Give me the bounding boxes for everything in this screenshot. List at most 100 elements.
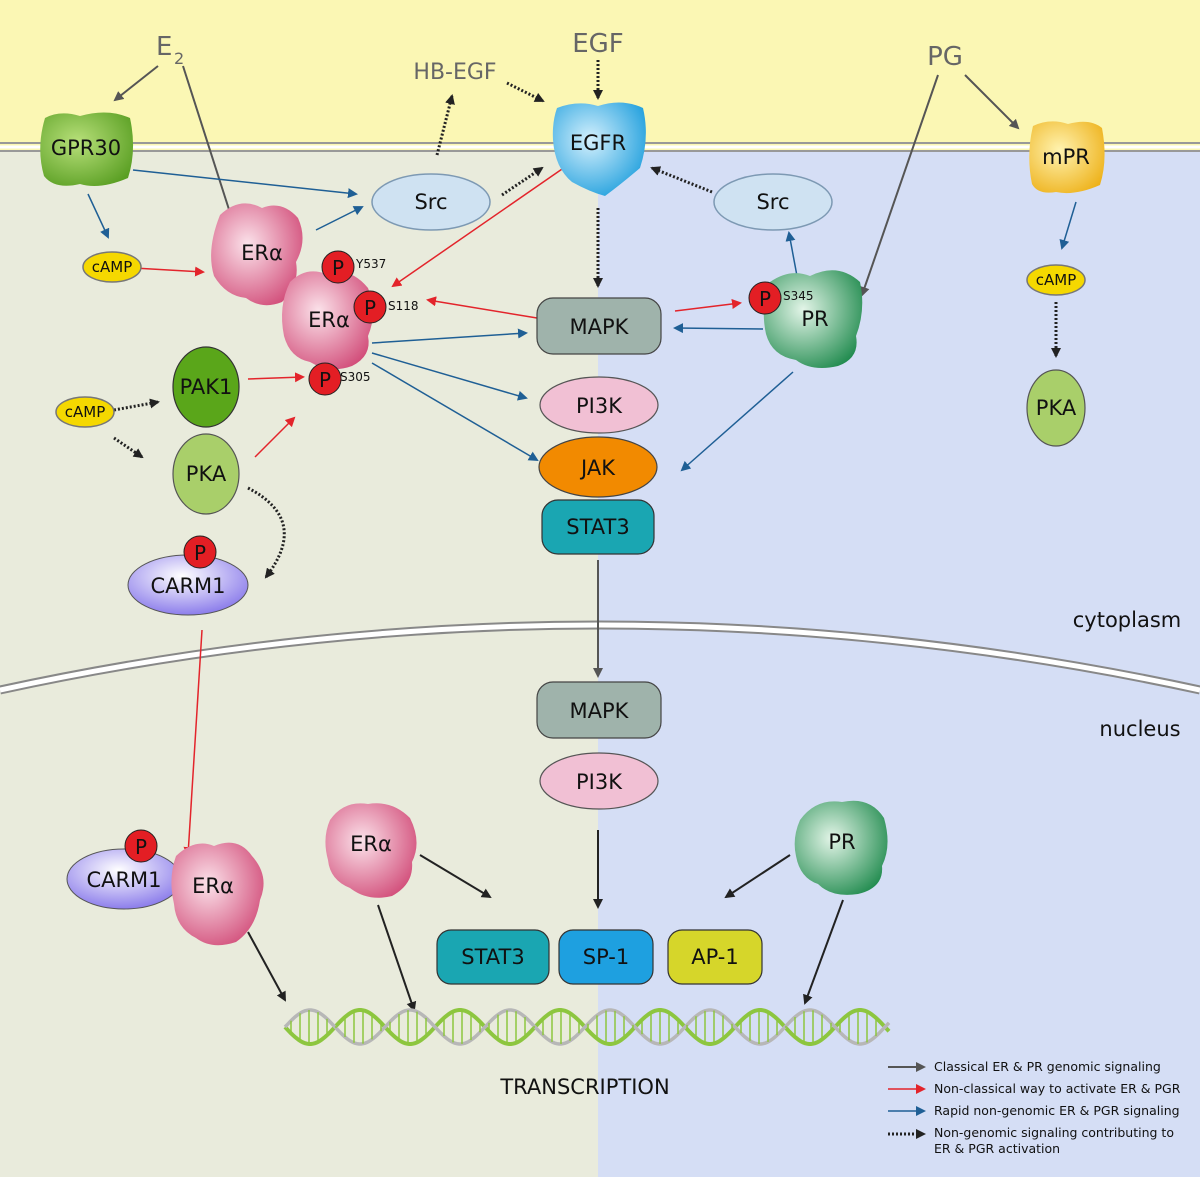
svg-text:Src: Src — [414, 190, 447, 214]
stat3-node-1: STAT3 — [541, 499, 655, 555]
transcription-arrows — [247, 830, 844, 1012]
pi3k-node-1: PI3K — [539, 376, 659, 434]
pg-ligand: PG — [927, 42, 963, 72]
svg-text:GPR30: GPR30 — [51, 136, 121, 160]
nonclassical-arrows — [133, 166, 742, 857]
svg-text:Non-genomic signaling contribu: Non-genomic signaling contributing to — [934, 1125, 1174, 1140]
svg-text:2: 2 — [174, 49, 184, 68]
e2-ligand: E 2 — [156, 32, 184, 68]
camp-node-2: cAMP — [55, 396, 115, 428]
svg-text:EGFR: EGFR — [570, 131, 626, 155]
svg-text:MAPK: MAPK — [570, 699, 630, 723]
svg-text:STAT3: STAT3 — [566, 515, 629, 539]
transcription-label: TRANSCRIPTION — [499, 1075, 669, 1099]
svg-text:cAMP: cAMP — [65, 403, 106, 421]
nongenomic-arrows — [113, 60, 1061, 579]
phospho-carm1-1: P — [183, 535, 217, 569]
svg-text:cAMP: cAMP — [92, 258, 133, 276]
svg-text:ERα: ERα — [350, 832, 392, 856]
svg-text:ERα: ERα — [241, 241, 283, 265]
src-node-left: Src — [371, 173, 491, 231]
carm1-node-2: CARM1 — [66, 848, 182, 910]
legend-item-rapid: Rapid non-genomic ER & PGR signaling — [888, 1103, 1180, 1118]
dna-helix — [283, 1008, 891, 1046]
legend-item-nonclassical: Non-classical way to activate ER & PGR — [888, 1081, 1181, 1096]
cytoplasm-label: cytoplasm — [1073, 608, 1182, 632]
jak-node: JAK — [538, 436, 658, 498]
legend: Classical ER & PR genomic signaling Non-… — [888, 1059, 1181, 1156]
era-protein-4: ERα — [325, 803, 417, 898]
svg-text:CARM1: CARM1 — [86, 868, 161, 892]
hb-egf-ligand: HB-EGF — [413, 60, 496, 85]
phospho-s345: P S345 — [748, 281, 814, 315]
svg-text:Non-classical way to activate: Non-classical way to activate ER & PGR — [934, 1081, 1181, 1096]
svg-text:ERα: ERα — [192, 874, 234, 898]
phospho-s118: P S118 — [353, 290, 419, 324]
rapid-arrows — [87, 169, 1077, 472]
stat3-node-2: STAT3 — [436, 929, 550, 985]
svg-text:JAK: JAK — [579, 456, 616, 480]
pak1-node: PAK1 — [172, 346, 240, 428]
svg-text:P: P — [194, 541, 206, 565]
svg-text:CARM1: CARM1 — [150, 574, 225, 598]
svg-text:P: P — [319, 368, 331, 392]
pr-protein-1: PR — [763, 270, 863, 368]
ap1-node: AP-1 — [667, 929, 763, 985]
svg-text:ER & PGR activation: ER & PGR activation — [934, 1141, 1060, 1156]
svg-text:PR: PR — [801, 307, 828, 331]
era-protein-1: ERα — [211, 203, 303, 306]
svg-text:Rapid non-genomic ER & PGR sig: Rapid non-genomic ER & PGR signaling — [934, 1103, 1180, 1118]
svg-text:PI3K: PI3K — [576, 394, 623, 418]
svg-text:AP-1: AP-1 — [691, 945, 739, 969]
svg-text:S118: S118 — [388, 299, 419, 313]
era-protein-2: ERα — [282, 271, 373, 370]
svg-text:PI3K: PI3K — [576, 770, 623, 794]
sp1-node: SP-1 — [558, 929, 654, 985]
phospho-y537: P Y537 — [321, 250, 386, 284]
camp-node-3: cAMP — [1026, 264, 1086, 296]
svg-text:S345: S345 — [783, 289, 814, 303]
nucleus-label: nucleus — [1099, 717, 1180, 741]
phospho-s305: P S305 — [308, 362, 371, 396]
svg-text:Src: Src — [756, 190, 789, 214]
carm1-node-1: CARM1 — [127, 554, 249, 616]
mapk-node-2: MAPK — [536, 681, 662, 739]
pi3k-node-2: PI3K — [539, 752, 659, 810]
svg-text:P: P — [332, 256, 344, 280]
pka-node-2: PKA — [1026, 369, 1086, 447]
mpr-receptor: mPR — [1029, 121, 1105, 194]
era-protein-3: ERα — [171, 842, 264, 946]
svg-text:SP-1: SP-1 — [583, 945, 629, 969]
camp-node-1: cAMP — [82, 251, 142, 283]
svg-text:Y537: Y537 — [355, 257, 386, 271]
svg-text:PAK1: PAK1 — [180, 375, 233, 399]
svg-text:PR: PR — [828, 830, 855, 854]
egfr-receptor: EGFR — [552, 102, 646, 196]
pr-protein-2: PR — [794, 800, 888, 895]
svg-text:mPR: mPR — [1042, 145, 1090, 169]
svg-text:MAPK: MAPK — [570, 315, 630, 339]
svg-text:E: E — [156, 32, 172, 62]
nuclear-membrane — [0, 620, 1200, 695]
egf-ligand: EGF — [572, 29, 624, 59]
svg-text:S305: S305 — [340, 370, 371, 384]
svg-text:P: P — [364, 296, 376, 320]
svg-text:cAMP: cAMP — [1036, 271, 1077, 289]
svg-text:PKA: PKA — [186, 462, 227, 486]
svg-text:P: P — [135, 835, 147, 859]
legend-item-nongenomic: Non-genomic signaling contributing to ER… — [888, 1125, 1174, 1156]
cytoplasm-right-region — [598, 150, 1200, 1177]
svg-text:STAT3: STAT3 — [461, 945, 524, 969]
svg-text:P: P — [759, 287, 771, 311]
gpr30-receptor: GPR30 — [40, 112, 134, 186]
svg-text:Classical ER & PR genomic sign: Classical ER & PR genomic signaling — [934, 1059, 1161, 1074]
phospho-carm1-2: P — [124, 829, 158, 863]
legend-item-classical: Classical ER & PR genomic signaling — [888, 1059, 1161, 1074]
src-node-right: Src — [713, 173, 833, 231]
mapk-node-1: MAPK — [536, 297, 662, 355]
svg-text:ERα: ERα — [308, 308, 350, 332]
classical-arrows — [113, 65, 1020, 678]
svg-text:PKA: PKA — [1036, 396, 1077, 420]
pka-node-1: PKA — [172, 433, 240, 515]
